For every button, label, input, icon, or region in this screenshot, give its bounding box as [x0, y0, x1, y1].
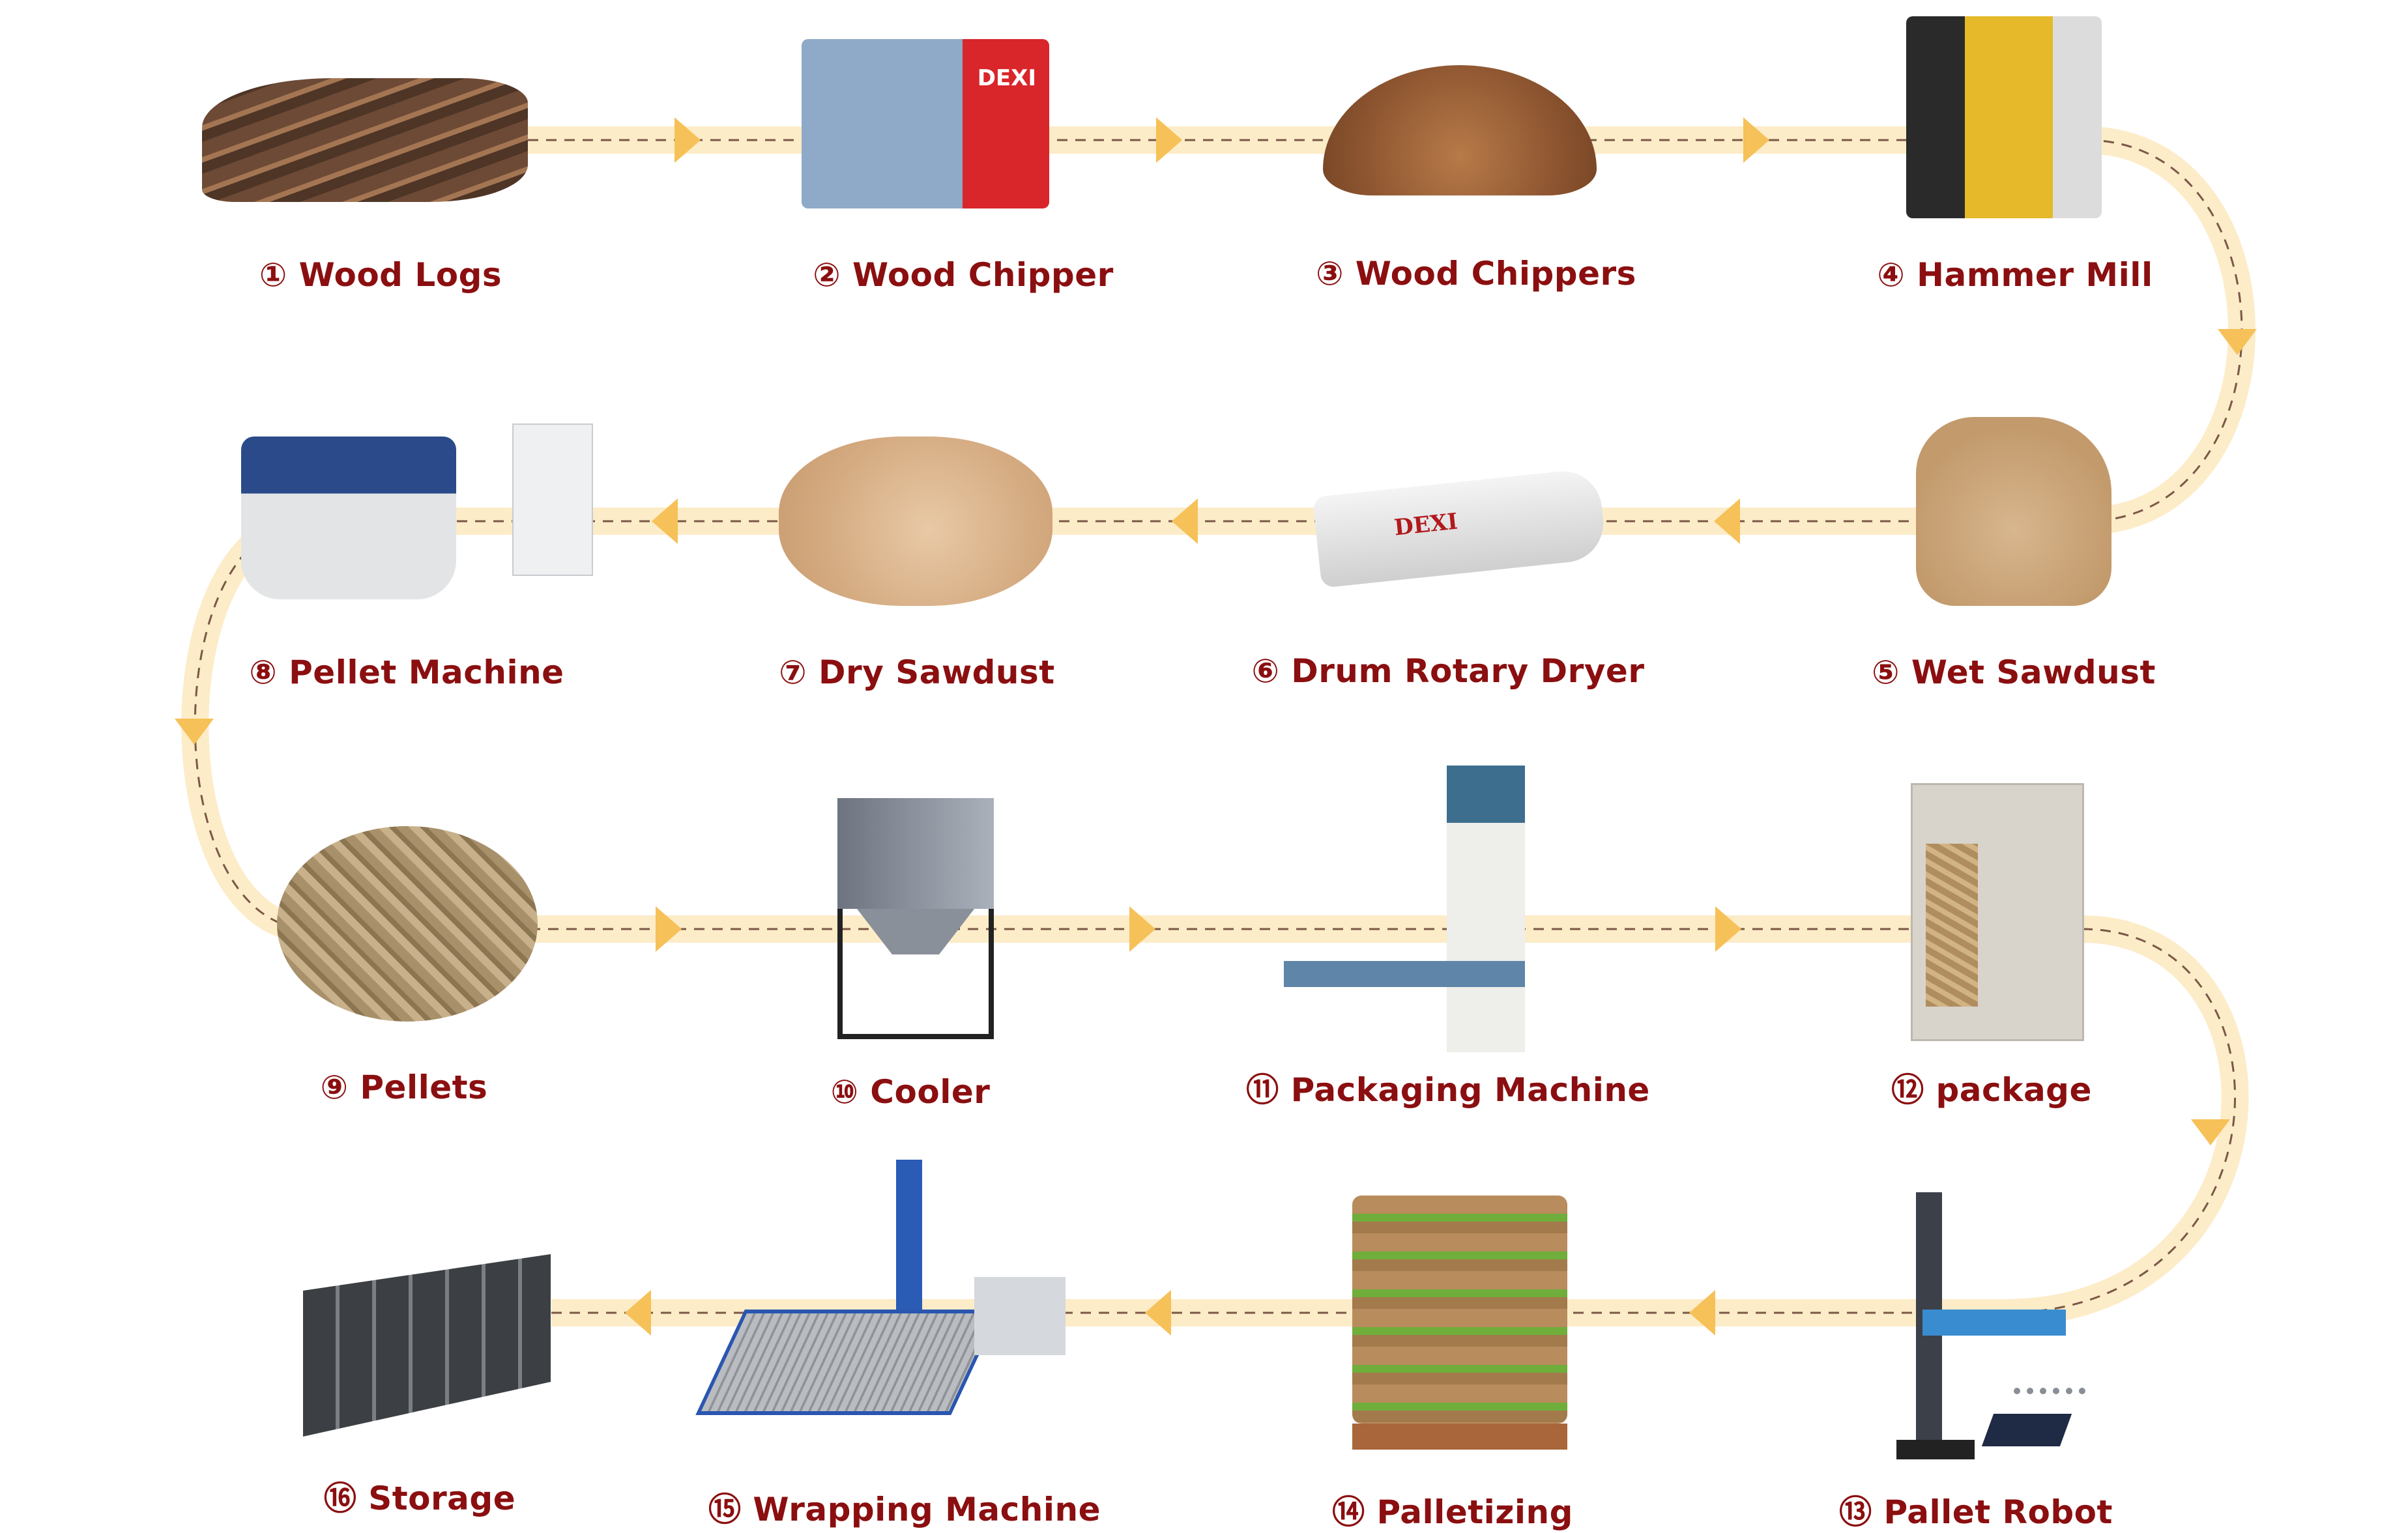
dry-sawdust-image: [779, 437, 1052, 606]
pellets-image: [277, 826, 538, 1022]
arrow-left-icon: [652, 498, 678, 544]
wet-sawdust-image: [1916, 417, 2111, 606]
step-label-dry-sawdust: ⑦ Dry Sawdust: [779, 653, 1055, 691]
brand-logo: DEXI: [977, 65, 1036, 91]
pallet-robot-image: [1896, 1192, 2118, 1466]
step-label-wet-sawdust: ⑤ Wet Sawdust: [1872, 653, 2156, 691]
arrow-down-icon: [2191, 1119, 2230, 1145]
step-label-cooler: ⑩ Cooler: [830, 1073, 991, 1111]
step-label-packaging-machine: ⑪ Packaging Machine: [1246, 1071, 1650, 1109]
step-label-storage: ⑯ Storage: [323, 1480, 516, 1517]
step-label-wrapping-machine: ⑮ Wrapping Machine: [708, 1491, 1101, 1528]
cooler-image: [837, 779, 994, 1052]
arrow-right-icon: [656, 906, 682, 952]
hammer-mill-image: [1906, 16, 2102, 218]
package-image: [1911, 783, 2084, 1041]
wrapping-machine-image: [695, 1160, 1085, 1459]
step-label-wood-chippers: ③ Wood Chippers: [1316, 255, 1636, 293]
arrow-right-icon: [1129, 906, 1155, 952]
arrow-down-icon: [175, 719, 214, 745]
step-label-pellet-machine: ⑧ Pellet Machine: [249, 653, 564, 691]
step-label-package: ⑫ package: [1891, 1071, 2092, 1109]
arrow-right-icon: [1743, 117, 1769, 163]
arrow-left-icon: [1172, 498, 1198, 544]
step-label-drum-rotary-dryer: ⑥ Drum Rotary Dryer: [1251, 652, 1645, 690]
step-label-pallet-robot: ⑬ Pallet Robot: [1839, 1493, 2113, 1531]
packaging-machine-image: [1284, 766, 1571, 1052]
arrow-down-icon: [2218, 329, 2257, 355]
arrow-right-icon: [1715, 906, 1741, 952]
palletizing-image: [1352, 1196, 1567, 1456]
flow-band-curve-right-1: [2085, 126, 2256, 535]
pellet-machine-image: [202, 423, 593, 606]
step-label-wood-chipper: ② Wood Chipper: [813, 256, 1114, 294]
arrow-right-icon: [1156, 117, 1182, 163]
brand-logo: DEXI: [1393, 508, 1459, 541]
arrow-left-icon: [1714, 498, 1740, 544]
arrow-left-icon: [625, 1290, 651, 1336]
arrow-right-icon: [675, 117, 701, 163]
arrow-left-icon: [1689, 1290, 1715, 1336]
step-label-pellets: ⑨ Pellets: [320, 1068, 488, 1106]
step-label-hammer-mill: ④ Hammer Mill: [1877, 256, 2153, 294]
arrow-left-icon: [1145, 1290, 1171, 1336]
step-label-palletizing: ⑭ Palletizing: [1332, 1493, 1573, 1531]
wood-chipper-image: DEXI: [802, 39, 1049, 208]
step-label-wood-logs: ① Wood Logs: [259, 256, 502, 294]
wood-logs-image: [202, 78, 528, 202]
